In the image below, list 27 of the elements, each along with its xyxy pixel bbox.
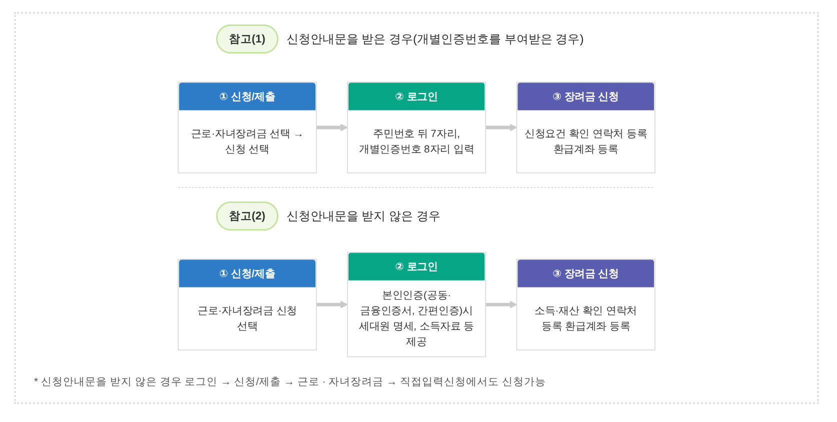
step-title: ② 로그인 [348, 82, 485, 110]
arrow [316, 300, 348, 308]
process-card [346, 252, 486, 358]
step-title: ③ 장려금 신청 [518, 260, 654, 288]
step-title: ① 신청/제출 [179, 82, 316, 110]
step-title: ③ 장려금 신청 [518, 82, 654, 110]
step-description: 본인인증(공동·금융인증서, 간편인증)시 세대원 명세, 소득자료 등 제공 [358, 288, 476, 350]
step-title: ② 로그인 [348, 252, 485, 280]
footnote: * 신청안내문을 받지 않은 경우 로그인 → 신청/제출 → 근로 · 자녀장려금 → 직접입력신청에서도 신청가능 [34, 375, 546, 390]
arrow [486, 124, 518, 132]
section-badge: 참고(2) [216, 202, 278, 231]
section-heading: 신청안내문을 받은 경우(개별인증번호를 부여받은 경우) [286, 32, 584, 46]
step-description: 신청요건 확인 연락처 등록 환급계좌 등록 [523, 126, 648, 158]
section-heading: 신청안내문을 받지 않은 경우 [286, 209, 440, 224]
step-description: 근로·자녀장려금 신청 선택 [196, 304, 298, 334]
step-description: 주민번호 뒤 7자리, 개별인증번호 8자리 입력 [358, 126, 476, 158]
arrow [486, 300, 518, 308]
section-badge: 참고(1) [216, 24, 278, 54]
process-card [516, 82, 656, 174]
process-card [516, 258, 656, 350]
step-description: 소득·재산 확인 연락처 등록 환급계좌 등록 [534, 304, 638, 334]
step-title: ① 신청/제출 [179, 260, 316, 288]
process-card [178, 258, 317, 350]
process-card [346, 82, 486, 174]
process-card [178, 82, 317, 174]
step-description: 근로·자녀장려금 선택 → 신청 선택 [190, 126, 305, 158]
arrow [316, 124, 348, 132]
